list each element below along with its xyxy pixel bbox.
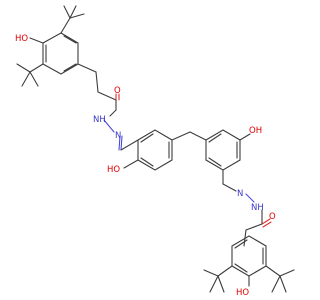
nh-label-bottom: NH [251, 203, 264, 213]
bottom-right-tert-butyl-group [265, 265, 295, 293]
n-imine-label-bottom: N [237, 189, 243, 199]
methylene-bridge [171, 131, 207, 141]
bottom-hydroxyl: HO [236, 275, 250, 298]
left-salicyl-ring: HO [107, 129, 173, 175]
bottom-left-tert-butyl-group [203, 265, 233, 293]
hydroxyl-label-bottom: HO [236, 288, 249, 298]
top-propanoyl-chain: O NH N [77, 63, 123, 151]
left-tert-butyl-group [16, 63, 44, 87]
hydroxyl-label-mid-right: OH [249, 126, 262, 136]
nh-label-top: NH [93, 115, 106, 125]
molecule-structure-diagram: HO O NH N HO OH [15, 5, 295, 298]
top-left-hydroxyl: HO [15, 34, 44, 44]
right-salicyl-ring: OH [205, 126, 262, 171]
bottom-hydrazone-chain: N NH O [222, 169, 276, 247]
carbonyl-o-label-top: O [114, 86, 121, 96]
n-imine-label-top: N [115, 131, 121, 141]
top-tert-butyl-group [60, 5, 85, 34]
carbonyl-o-label-bottom: O [269, 212, 276, 222]
hydroxyl-label-upper-middle: HO [107, 165, 120, 175]
bottom-phenol-ring [231, 235, 267, 277]
top-left-phenol-ring [42, 32, 79, 75]
hydroxyl-label-top-left: HO [15, 34, 28, 44]
